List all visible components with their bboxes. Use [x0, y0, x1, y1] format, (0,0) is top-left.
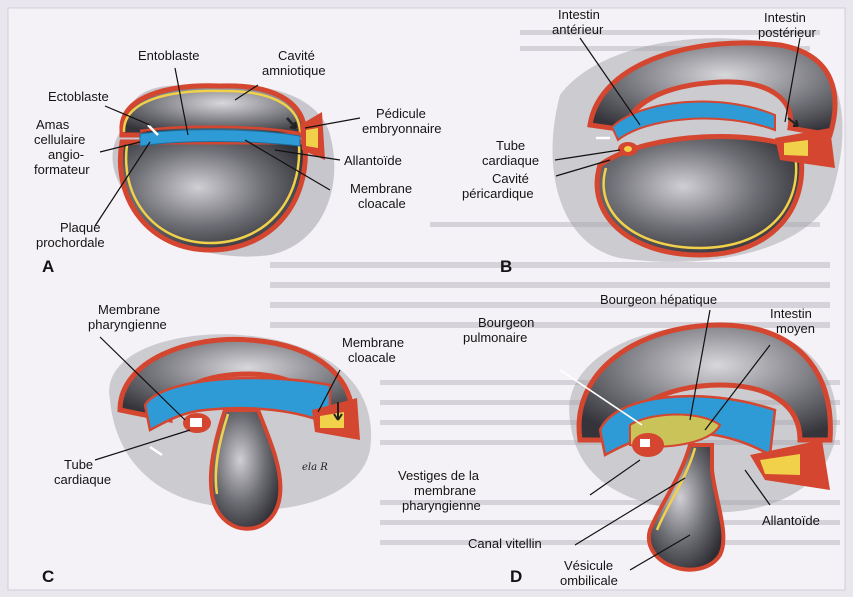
label-tube-cardiaque-c-1: Tube [64, 457, 93, 472]
label-tube-cardiaque-c-2: cardiaque [54, 472, 111, 487]
label-cavite-pericardique-1: Cavité [492, 171, 529, 186]
label-tube-cardiaque-b-2: cardiaque [482, 153, 539, 168]
label-plaque-1: Plaque [60, 220, 100, 235]
label-membrane-cloacale-a-2: cloacale [358, 196, 406, 211]
label-intestin-posterieur-2: postérieur [758, 25, 816, 40]
label-membrane-cloacale-c-1: Membrane [342, 335, 404, 350]
label-amas-1: Amas [36, 117, 70, 132]
label-vesicule-ombilicale-1: Vésicule [564, 558, 613, 573]
panel-letter-b: B [500, 257, 512, 276]
label-vesicule-ombilicale-2: ombilicale [560, 573, 618, 588]
label-amas-3: angio- [48, 147, 84, 162]
panel-letter-d: D [510, 567, 522, 586]
label-bourgeon-hepatique: Bourgeon hépatique [600, 292, 717, 307]
artist-signature: ela R [302, 462, 328, 473]
label-amas-4: formateur [34, 162, 90, 177]
label-pedicule-1: Pédicule [376, 106, 426, 121]
label-membrane-pharyngienne-1: Membrane [98, 302, 160, 317]
label-cavite-amniotique-2: amniotique [262, 63, 326, 78]
label-intestin-anterieur-2: antérieur [552, 22, 604, 37]
label-canal-vitellin: Canal vitellin [468, 536, 542, 551]
label-bourgeon-pulmonaire-2: pulmonaire [463, 330, 527, 345]
label-plaque-2: prochordale [36, 235, 105, 250]
label-intestin-posterieur-1: Intestin [764, 10, 806, 25]
label-tube-cardiaque-b-1: Tube [496, 138, 525, 153]
panel-letter-a: A [42, 257, 54, 276]
label-intestin-moyen-1: Intestin [770, 306, 812, 321]
label-intestin-moyen-2: moyen [776, 321, 815, 336]
label-bourgeon-pulmonaire-1: Bourgeon [478, 315, 534, 330]
label-amas-2: cellulaire [34, 132, 85, 147]
label-membrane-pharyngienne-2: pharyngienne [88, 317, 167, 332]
label-cavite-pericardique-2: péricardique [462, 186, 534, 201]
label-ectoblaste: Ectoblaste [48, 89, 109, 104]
panel-letter-c: C [42, 567, 54, 586]
label-membrane-cloacale-c-2: cloacale [348, 350, 396, 365]
label-entoblaste: Entoblaste [138, 48, 199, 63]
label-membrane-cloacale-a-1: Membrane [350, 181, 412, 196]
label-pedicule-2: embryonnaire [362, 121, 442, 136]
label-cavite-amniotique-1: Cavité [278, 48, 315, 63]
label-allantoide-d: Allantoïde [762, 513, 820, 528]
label-allantoide-a: Allantoïde [344, 153, 402, 168]
label-vestiges-2: membrane [414, 483, 476, 498]
label-intestin-anterieur-1: Intestin [558, 7, 600, 22]
label-vestiges-1: Vestiges de la [398, 468, 480, 483]
label-vestiges-3: pharyngienne [402, 498, 481, 513]
